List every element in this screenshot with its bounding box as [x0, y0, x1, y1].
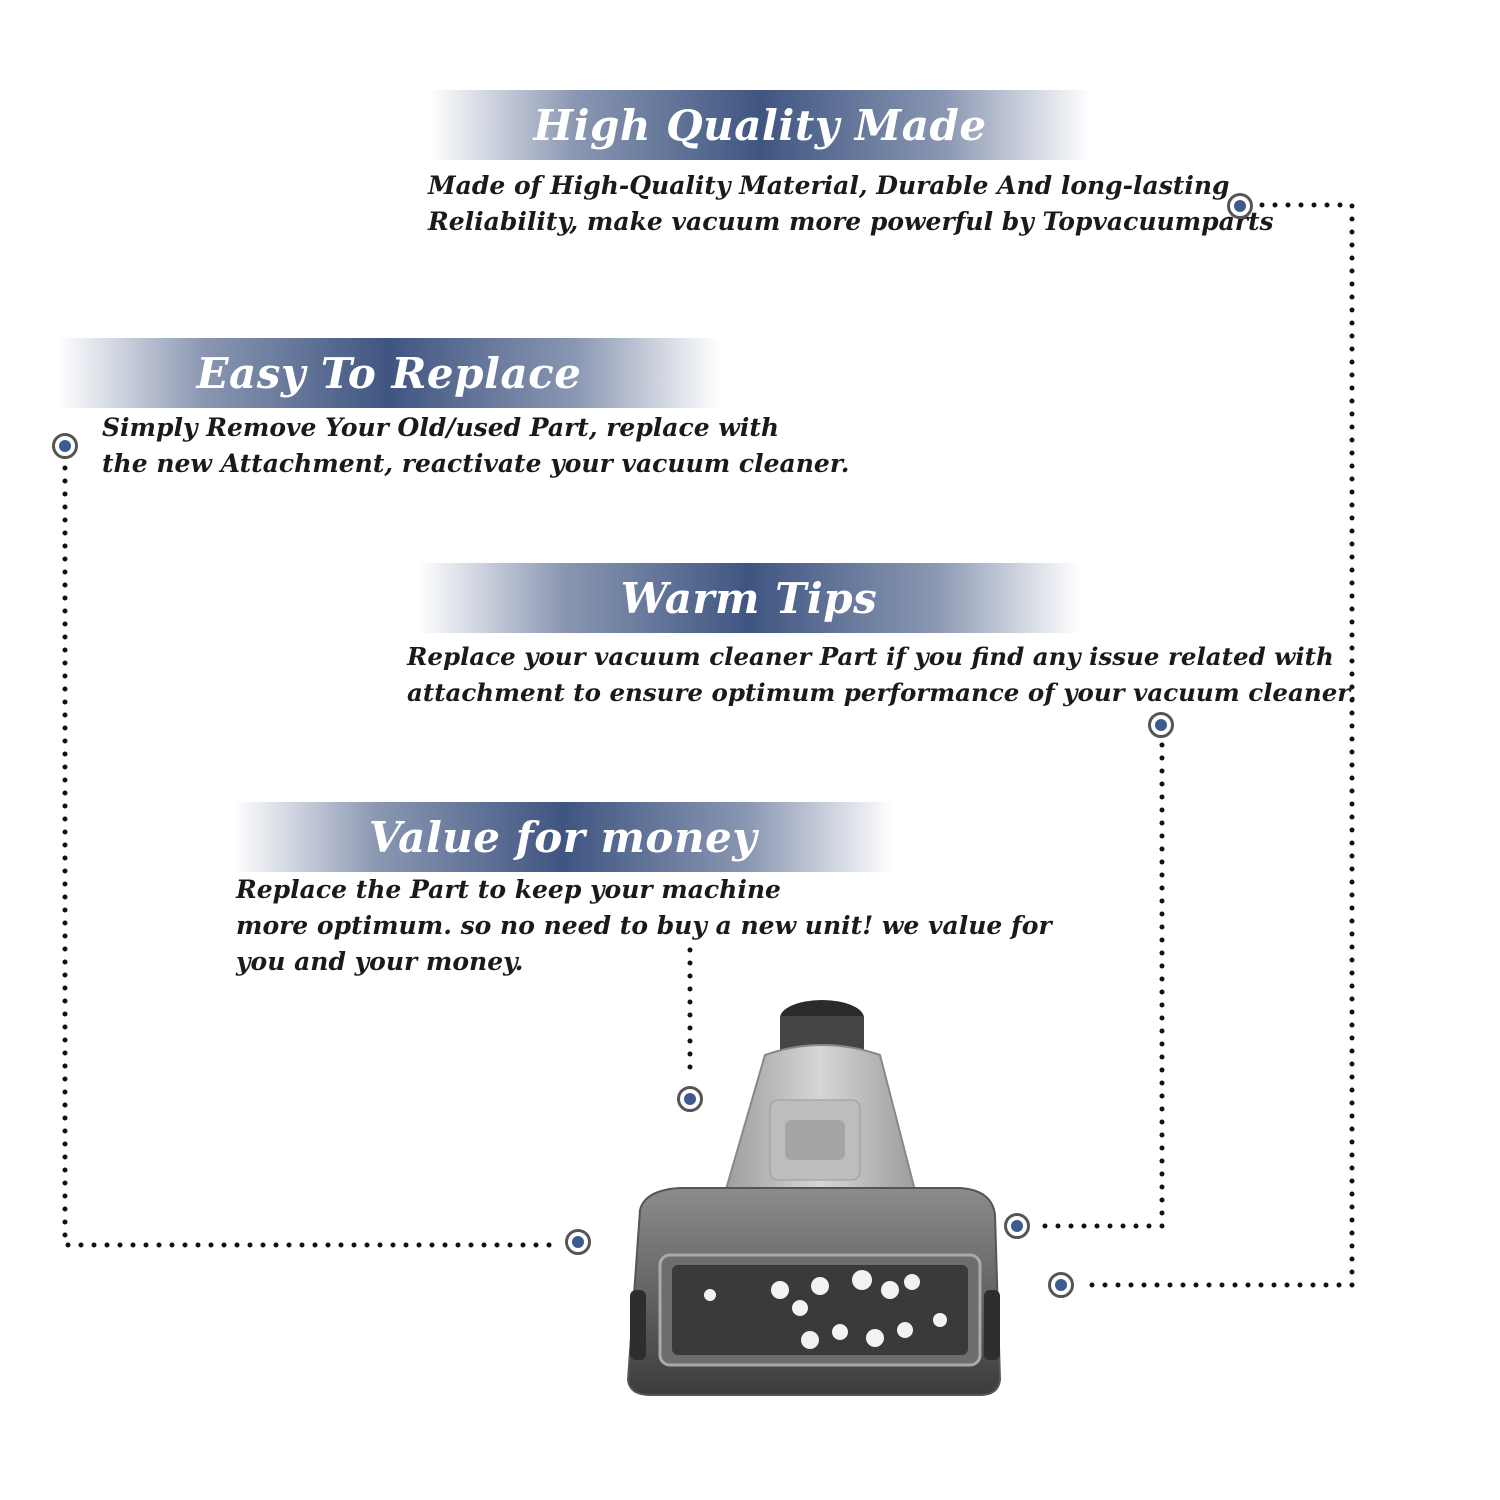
marker-dot-icon	[1004, 1213, 1030, 1239]
description-line: Made of High-Quality Material, Durable A…	[428, 171, 1230, 200]
marker-dot-icon	[52, 433, 78, 459]
marker-dot-icon	[565, 1229, 591, 1255]
heading-warm-tips: Warm Tips	[620, 573, 878, 623]
vacuum-attachment-image	[626, 1000, 1002, 1396]
description-line: the new Attachment, reactivate your vacu…	[102, 449, 850, 478]
connector-warm-tips	[1037, 742, 1165, 1229]
description-line: you and your money.	[236, 947, 524, 976]
marker-dot-icon	[1227, 193, 1253, 219]
description-line: Reliability, make vacuum more powerful b…	[428, 207, 1274, 236]
description-line: Replace the Part to keep your machine	[236, 875, 781, 904]
description-high-quality: Made of High-Quality Material, Durable A…	[428, 168, 1274, 240]
banner-value-money: Value for money	[233, 802, 893, 872]
marker-dot-icon	[1048, 1272, 1074, 1298]
heading-value-money: Value for money	[368, 812, 758, 862]
description-line: Replace your vacuum cleaner Part if you …	[407, 642, 1334, 671]
connector-high-quality	[1082, 202, 1355, 1288]
description-line: attachment to ensure optimum performance…	[407, 678, 1357, 707]
heading-high-quality: High Quality Made	[533, 100, 987, 150]
banner-easy-replace: Easy To Replace	[58, 338, 720, 408]
description-easy-replace: Simply Remove Your Old/used Part, replac…	[102, 410, 849, 482]
marker-dot-icon	[1148, 712, 1174, 738]
marker-dot-icon	[677, 1086, 703, 1112]
connector-easy-replace	[62, 465, 559, 1248]
description-line: Simply Remove Your Old/used Part, replac…	[102, 413, 780, 442]
description-value-money: Replace the Part to keep your machine mo…	[236, 872, 1052, 980]
description-line: more optimum. so no need to buy a new un…	[236, 911, 1052, 940]
banner-high-quality: High Quality Made	[430, 90, 1090, 160]
heading-easy-replace: Easy To Replace	[196, 348, 582, 398]
banner-warm-tips: Warm Tips	[418, 563, 1080, 633]
description-warm-tips: Replace your vacuum cleaner Part if you …	[407, 639, 1356, 711]
